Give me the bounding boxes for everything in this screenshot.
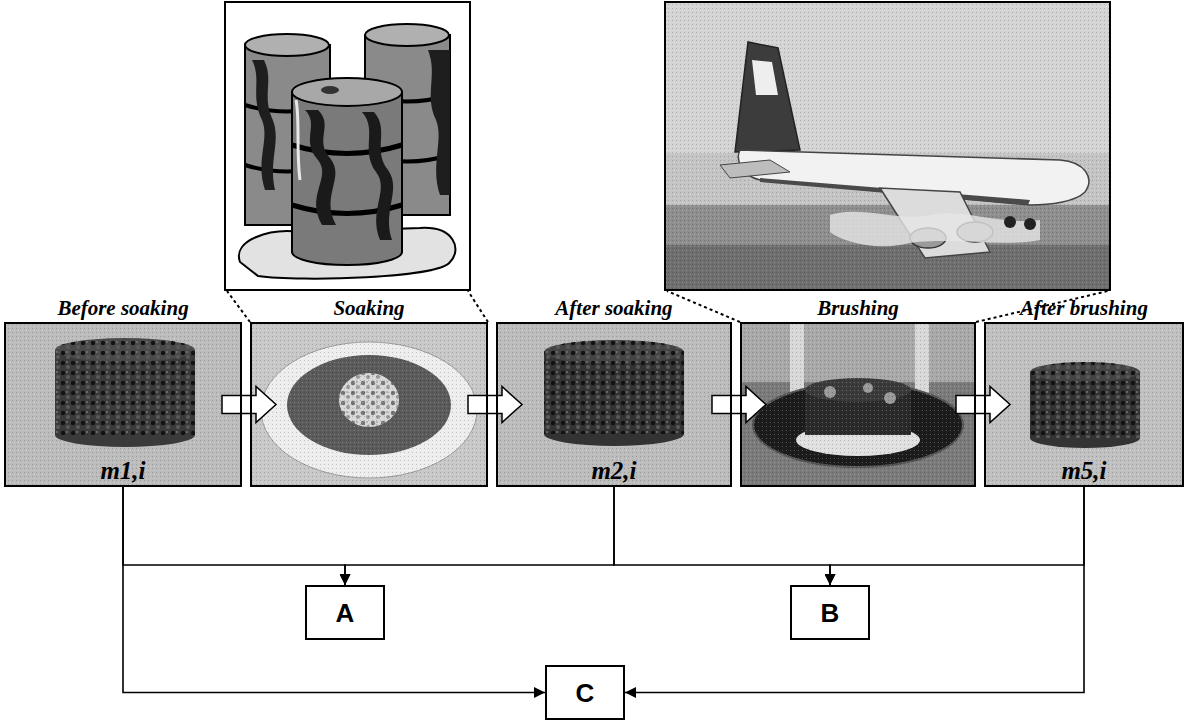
landing-gear xyxy=(1004,216,1016,228)
specimen-texture xyxy=(55,350,195,435)
drum-base xyxy=(292,239,402,265)
photo-grain xyxy=(250,322,488,487)
zoom-line xyxy=(227,291,250,322)
stage-heading: Before soaking xyxy=(57,296,188,320)
photo-ground xyxy=(740,322,976,487)
photo-grain xyxy=(984,322,1184,487)
specimen-texture xyxy=(1030,362,1140,382)
photo-grain xyxy=(496,322,732,487)
block-arrow xyxy=(956,387,1010,423)
connector-line xyxy=(625,487,1084,693)
specimen-top xyxy=(544,340,684,364)
zoom-line xyxy=(667,291,740,322)
airplane-photo xyxy=(665,2,1110,290)
drum-bung xyxy=(321,86,339,94)
result-box: A xyxy=(305,585,385,640)
photo-ground xyxy=(250,322,488,487)
result-letter: A xyxy=(336,598,355,628)
drum-stripe xyxy=(252,60,276,190)
connector-line xyxy=(830,487,1084,585)
drum-stripe xyxy=(362,112,393,240)
tailplane xyxy=(720,160,790,178)
connectors xyxy=(123,387,1084,693)
zoom-lines xyxy=(227,291,1108,322)
specimen-body xyxy=(544,352,684,434)
mass-label: m1,i xyxy=(100,458,145,484)
illustration-frame xyxy=(225,2,470,290)
drum-body xyxy=(292,92,402,252)
specimen-texture xyxy=(544,340,684,364)
stage-photo-box: After brushingm5,i xyxy=(984,322,1184,487)
oil-drums-illustration xyxy=(225,2,470,290)
block-arrow xyxy=(222,387,276,423)
mass-label: m2,i xyxy=(591,458,636,484)
soaking-photo xyxy=(250,322,488,487)
connector-line xyxy=(614,487,830,585)
result-letter: B xyxy=(821,598,840,628)
result-box: C xyxy=(545,665,625,720)
photo-grain xyxy=(740,322,976,487)
specimen-top xyxy=(55,338,195,362)
front-drum xyxy=(292,78,402,265)
tail-livery xyxy=(752,60,778,95)
photo-ground xyxy=(496,322,732,487)
sample-photo xyxy=(496,322,732,487)
photo-frame xyxy=(665,2,1110,290)
sample-photo xyxy=(984,322,1184,487)
drum-lid xyxy=(245,34,329,56)
stage-heading: After brushing xyxy=(1020,296,1148,320)
block-arrow xyxy=(712,387,766,423)
photo-grain xyxy=(4,322,242,487)
mass-label: m5,i xyxy=(1061,458,1106,484)
result-box: B xyxy=(790,585,870,640)
tail-fin xyxy=(735,42,800,152)
stage-heading: Soaking xyxy=(333,296,404,320)
specimen-texture xyxy=(55,338,195,362)
landing-gear xyxy=(1024,218,1036,230)
drum-stripe xyxy=(305,110,336,225)
photo-ground xyxy=(984,322,1184,487)
brushing-photo xyxy=(740,322,976,487)
zoom-line xyxy=(468,291,488,322)
result-letter: C xyxy=(576,678,595,708)
specimen-top xyxy=(1030,362,1140,382)
photo-ground xyxy=(4,322,242,487)
sample-photo xyxy=(4,322,242,487)
connector-line xyxy=(345,487,614,585)
connector-line xyxy=(123,487,545,693)
connector-line xyxy=(123,487,345,585)
specimen-texture xyxy=(544,352,684,434)
stage-photo-box: Soaking xyxy=(250,322,488,487)
stage-photo-box: Brushing xyxy=(740,322,976,487)
stage-photo-box: After soakingm2,i xyxy=(496,322,732,487)
specimen-body xyxy=(55,350,195,435)
drum-lid xyxy=(365,24,449,46)
photo-grain xyxy=(666,3,1109,289)
stage-heading: After soaking xyxy=(555,296,672,320)
drum-lid xyxy=(292,78,402,106)
stage-heading: Brushing xyxy=(817,296,899,320)
block-arrow xyxy=(468,387,522,423)
spray xyxy=(830,212,1040,247)
drum-body xyxy=(293,238,401,252)
stage-photo-box: Before soakingm1,i xyxy=(4,322,242,487)
drum-highlight xyxy=(296,100,300,180)
drum-stripe xyxy=(428,50,450,195)
